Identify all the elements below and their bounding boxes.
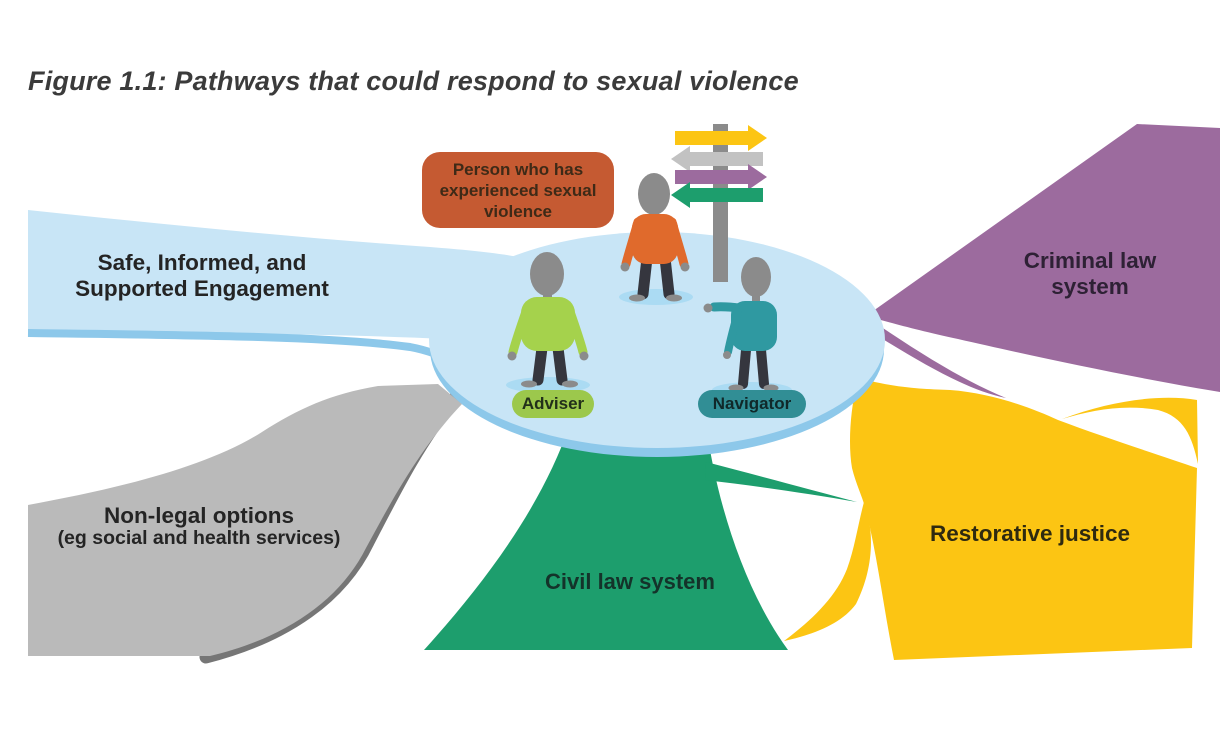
pathway-label-criminal: Criminal law system: [1023, 248, 1157, 300]
signpost-arrow-yellow-icon: [675, 125, 767, 151]
navigator-badge-label: Navigator: [712, 394, 792, 413]
person-figure: [620, 173, 690, 302]
criminal-spur: [868, 322, 1006, 398]
navigator-figure: [703, 257, 779, 392]
signpost-arrow-silver-icon: [671, 146, 763, 172]
signpost-arrow-purple-icon: [675, 164, 767, 190]
civil-path: [424, 424, 788, 650]
civil-branch: [705, 462, 857, 502]
hub-ellipse: [429, 232, 885, 448]
criminal-wedge: [866, 124, 1220, 392]
signpost-arrow-green-icon: [671, 182, 763, 208]
adviser-badge-label: Adviser: [521, 394, 585, 413]
pathway-label-nonlegal-sub: (eg social and health services): [57, 527, 341, 550]
adviser-figure: [507, 252, 589, 388]
engagement-band-edge: [27, 329, 495, 395]
pathway-label-civil: Civil law system: [545, 569, 715, 594]
engagement-band: [28, 210, 540, 345]
restorative-crescent: [784, 502, 871, 641]
restorative-top-sliver: [1062, 397, 1198, 464]
navigator-badge: [698, 390, 806, 418]
nonlegal-path: [28, 384, 462, 656]
adviser-badge: [512, 390, 594, 418]
callout-person-label: Person who has experienced sexual violen…: [439, 160, 597, 222]
figure-title: Figure 1.1: Pathways that could respond …: [28, 66, 799, 96]
pathway-label-nonlegal: Non-legal options (eg social and health …: [29, 503, 369, 550]
restorative-blob: [850, 378, 1197, 660]
pathway-label-restorative: Restorative justice: [929, 521, 1131, 546]
callout-box: [422, 152, 614, 228]
pathway-label-engagement: Safe, Informed, and Supported Engagement: [75, 250, 329, 302]
signpost-post: [713, 124, 728, 282]
pathway-label-nonlegal-main: Non-legal options: [104, 503, 294, 528]
